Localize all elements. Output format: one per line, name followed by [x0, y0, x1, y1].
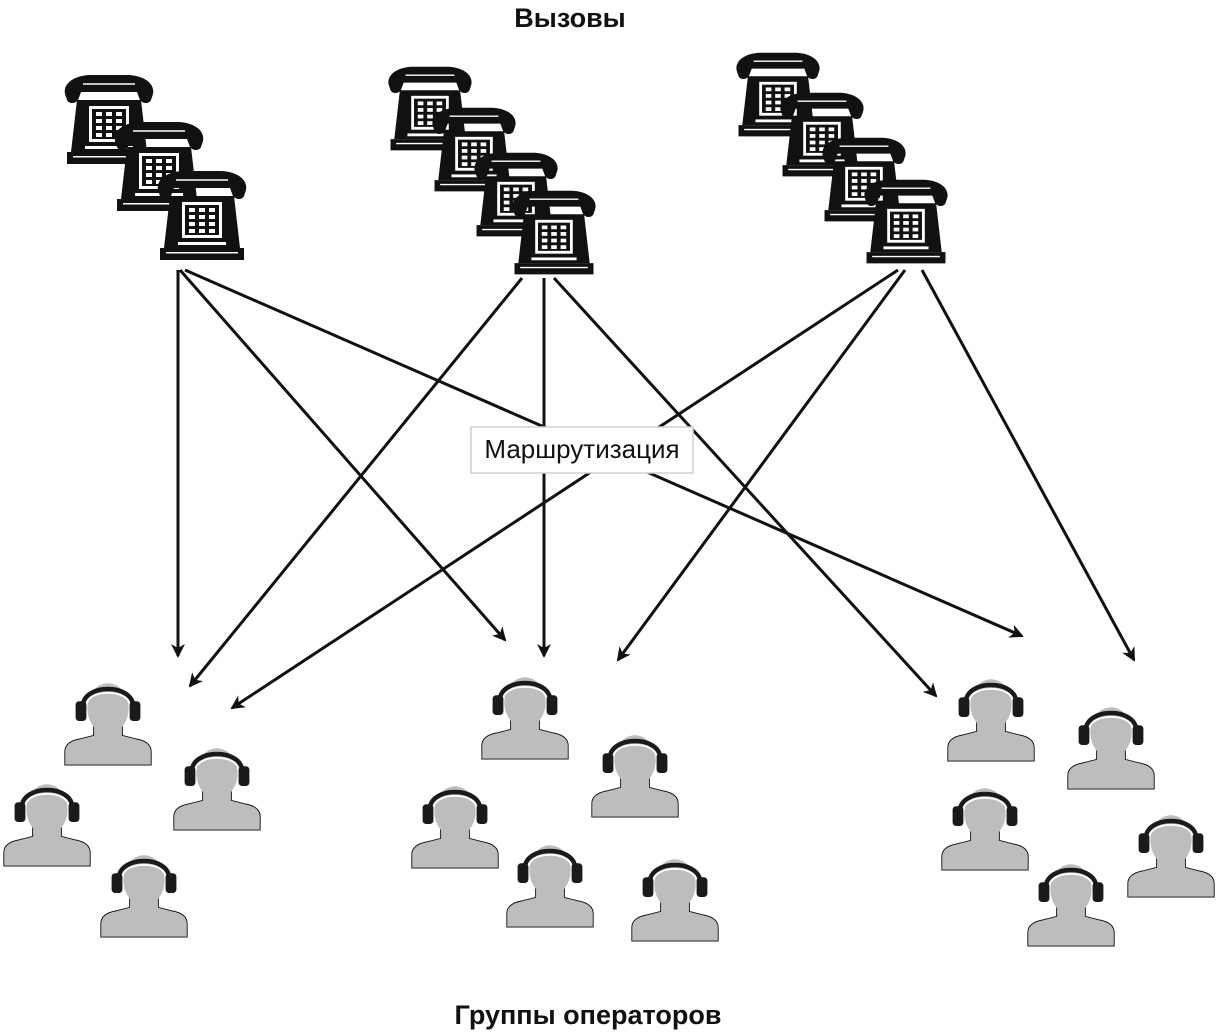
route-arrow [188, 277, 524, 688]
headset-operator-icon [4, 784, 90, 866]
call-group-3 [735, 51, 949, 265]
operator-group-2 [412, 677, 718, 941]
headset-operator-icon [507, 845, 593, 927]
operator-groups-label: Группы операторов [455, 1000, 722, 1030]
headset-operator-icon [101, 855, 187, 937]
headset-operator-icon [632, 859, 718, 941]
headset-operator-icon [1128, 815, 1214, 897]
headset-operator-icon [412, 786, 498, 868]
route-arrow [230, 268, 899, 710]
headset-operator-icon [942, 788, 1028, 870]
headset-operator-icon [174, 748, 260, 830]
operator-group-3 [942, 679, 1214, 946]
headset-operator-icon [482, 677, 568, 759]
routing-arrows [171, 268, 1136, 710]
routing-label-box: Маршрутизация [470, 426, 694, 474]
route-arrow [920, 269, 1136, 662]
calls-label: Вызовы [514, 3, 625, 33]
routing-label: Маршрутизация [484, 434, 679, 464]
operator-group-1 [4, 683, 260, 937]
headset-operator-icon [948, 679, 1034, 761]
headset-operator-icon [65, 683, 151, 765]
route-arrow [616, 269, 907, 662]
telephone-icon [863, 178, 949, 265]
headset-operator-icon [1028, 864, 1114, 946]
route-arrow [178, 269, 507, 642]
telephone-icon [511, 189, 597, 276]
telephone-icon [156, 170, 248, 261]
headset-operator-icon [1068, 707, 1154, 789]
headset-operator-icon [592, 735, 678, 817]
call-group-2 [387, 65, 597, 276]
call-group-1 [63, 74, 248, 261]
